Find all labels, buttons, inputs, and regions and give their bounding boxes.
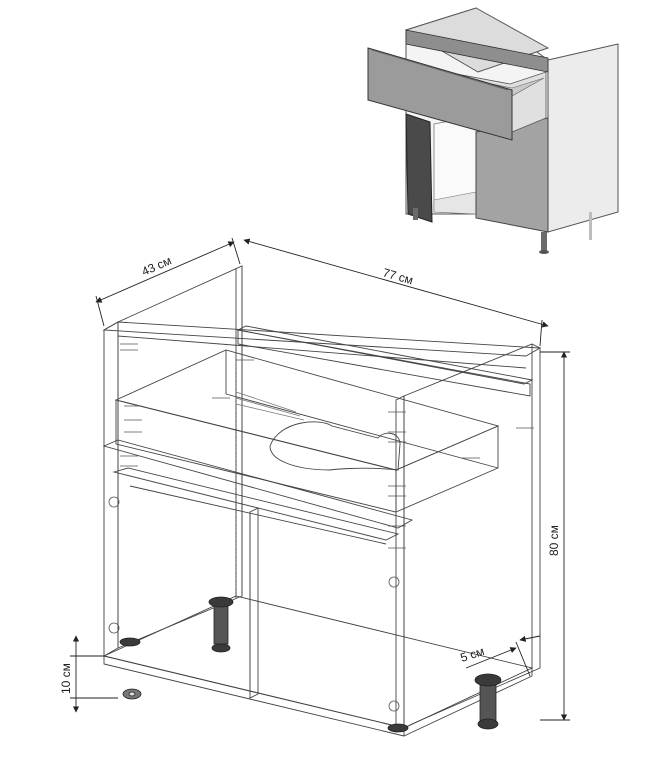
depth-dimension-line [95,241,235,303]
preview-leg-foot [539,250,549,254]
dowel-rods [235,391,305,421]
left-side-panel [103,321,119,657]
screw-group [120,343,534,549]
leg-back-right [387,723,409,733]
width-dimension-line [243,238,549,328]
leg-front-left-body [213,601,229,645]
hinge-hole [108,496,120,508]
drawer-box-right [395,425,499,513]
middle-rail [102,439,414,529]
hardware-details [108,343,534,712]
back-panel-top-bar [237,329,531,397]
preview-left-door-open [405,113,433,223]
sink-cutout [269,421,401,471]
depth-label: 43 см [140,253,174,278]
preview-leg [413,208,418,220]
preview-leg [541,232,547,252]
hinge-hole [388,576,400,588]
drawer-box-side [115,399,397,513]
height-label: 80 см [547,525,561,556]
leg-inset-dimension-line [465,647,517,669]
leg-height-label: 10 см [59,663,73,694]
preview-leg [589,212,592,240]
preview-drawer-handle [371,49,509,91]
width-label: 77 см [381,265,415,287]
left-door [249,507,259,699]
cabinet-wireframe [102,265,542,737]
right-side-panel-outer [403,343,541,729]
top-back-rail [236,325,534,385]
preview-top-front-rail [405,29,549,73]
preview-side-panel [547,43,619,233]
dimension-lines [70,237,570,721]
top-front-rail [102,321,542,357]
cabinet-preview-render [367,7,619,254]
hinge-hole [388,700,400,712]
lower-rail [112,467,400,541]
hinge-hole [108,622,120,634]
adjustable-leg-icon [119,596,502,733]
leg-back-left [119,637,141,647]
preview-drawer-front [367,47,513,141]
